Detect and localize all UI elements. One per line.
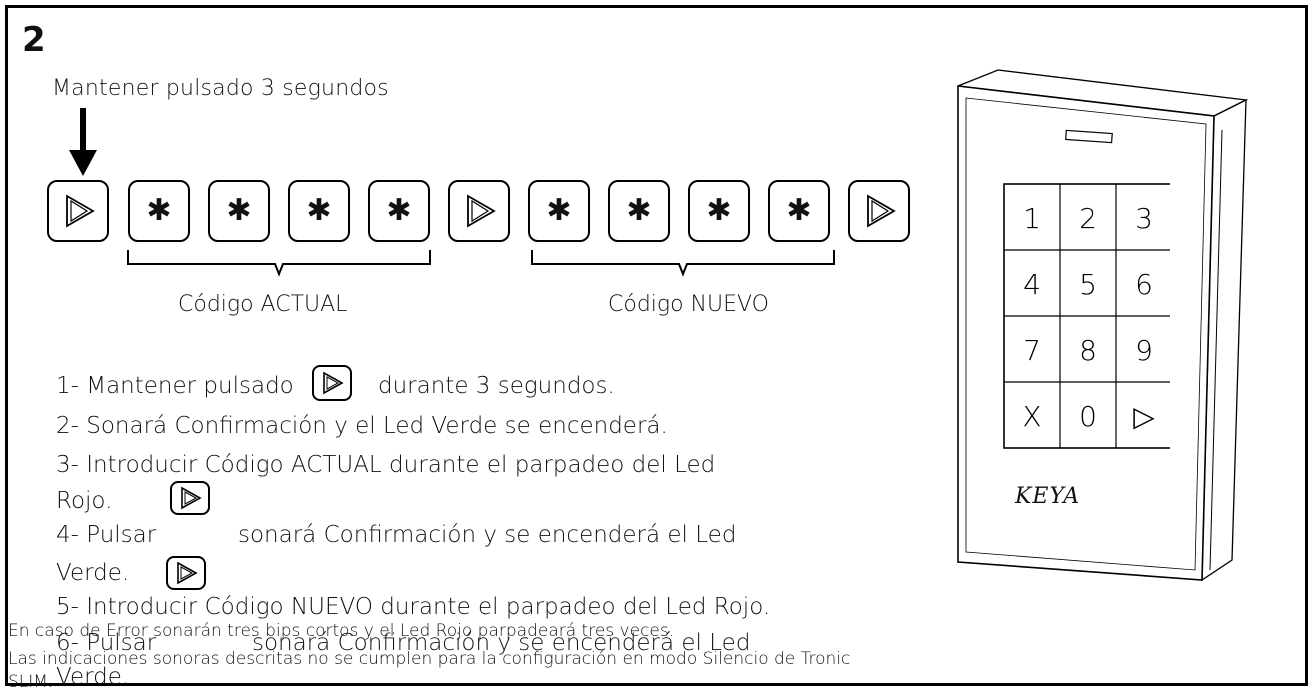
instruction-5: 5- Introducir Código NUEVO durante el pa… [56,594,771,620]
star-key [528,180,590,242]
current-code-brace [127,250,431,277]
step-number: 2 [22,20,46,60]
instruction-3a: 3- Introducir Código ACTUAL durante el p… [56,452,716,478]
note-silent: Las indicaciones sonoras descritas no se… [8,649,851,669]
keypad-key-label: X [1022,400,1041,433]
keypad-grid: 1 2 3 4 5 6 7 8 9X 0 ▷ [1003,183,1170,449]
play-icon [66,194,95,228]
keypad-key-label: 0 [1079,400,1097,433]
brand-logo: KEYA [1015,484,1081,509]
star-key [608,180,670,242]
play-icon [170,481,210,515]
keypad-key-label: 1 [1023,202,1041,235]
play-icon [166,556,206,590]
instruction-2: 2- Sonará Confirmación y el Led Verde se… [56,413,668,439]
play-icon [867,194,896,228]
instruction-6c: Verde. [56,664,130,690]
star-key [128,180,190,242]
current-code-label: Código ACTUAL [178,292,348,317]
instruction-4c: Verde. [56,560,130,586]
hold-label: Mantener pulsado 3 segundos [52,76,389,101]
star-key [208,180,270,242]
new-code-brace [531,250,835,277]
keypad-key-label: 2 [1079,202,1097,235]
star-key [768,180,830,242]
star-key [688,180,750,242]
instruction-4a: 4- Pulsar [56,522,157,548]
keypad-key-label: 8 [1079,334,1097,367]
instruction-3b: Rojo. [56,488,113,514]
star-key [368,180,430,242]
play-key-end [848,180,910,242]
new-code-label: Código NUEVO [608,292,769,317]
instruction-6a: 6- Pulsar [56,630,157,656]
play-key-start [47,180,109,242]
keypad-key-label: 7 [1023,334,1041,367]
down-arrow-icon [69,108,97,176]
keypad-key-label: 4 [1023,268,1041,301]
keypad-key-label: 9 [1135,334,1153,367]
note-silent-cont: SLIM. [8,672,54,692]
keypad-key-label: ▷ [1133,400,1155,433]
figure-frame [5,5,1308,686]
keypad-key-label: 5 [1079,268,1097,301]
instruction-1b: durante 3 segundos. [378,373,615,399]
keypad-key-label: 3 [1135,202,1153,235]
play-icon [467,194,496,228]
instruction-1a: 1- Mantener pulsado [56,373,294,399]
star-key [288,180,350,242]
instruction-4b: sonará Confirmación y se encenderá el Le… [238,522,737,548]
play-icon [312,365,352,401]
note-error: En caso de Error sonarán tres bips corto… [8,621,675,641]
play-key-middle [448,180,510,242]
instruction-6b: sonará Confirmación y se encenderá el Le… [252,630,751,656]
keypad-key-label: 6 [1135,268,1153,301]
